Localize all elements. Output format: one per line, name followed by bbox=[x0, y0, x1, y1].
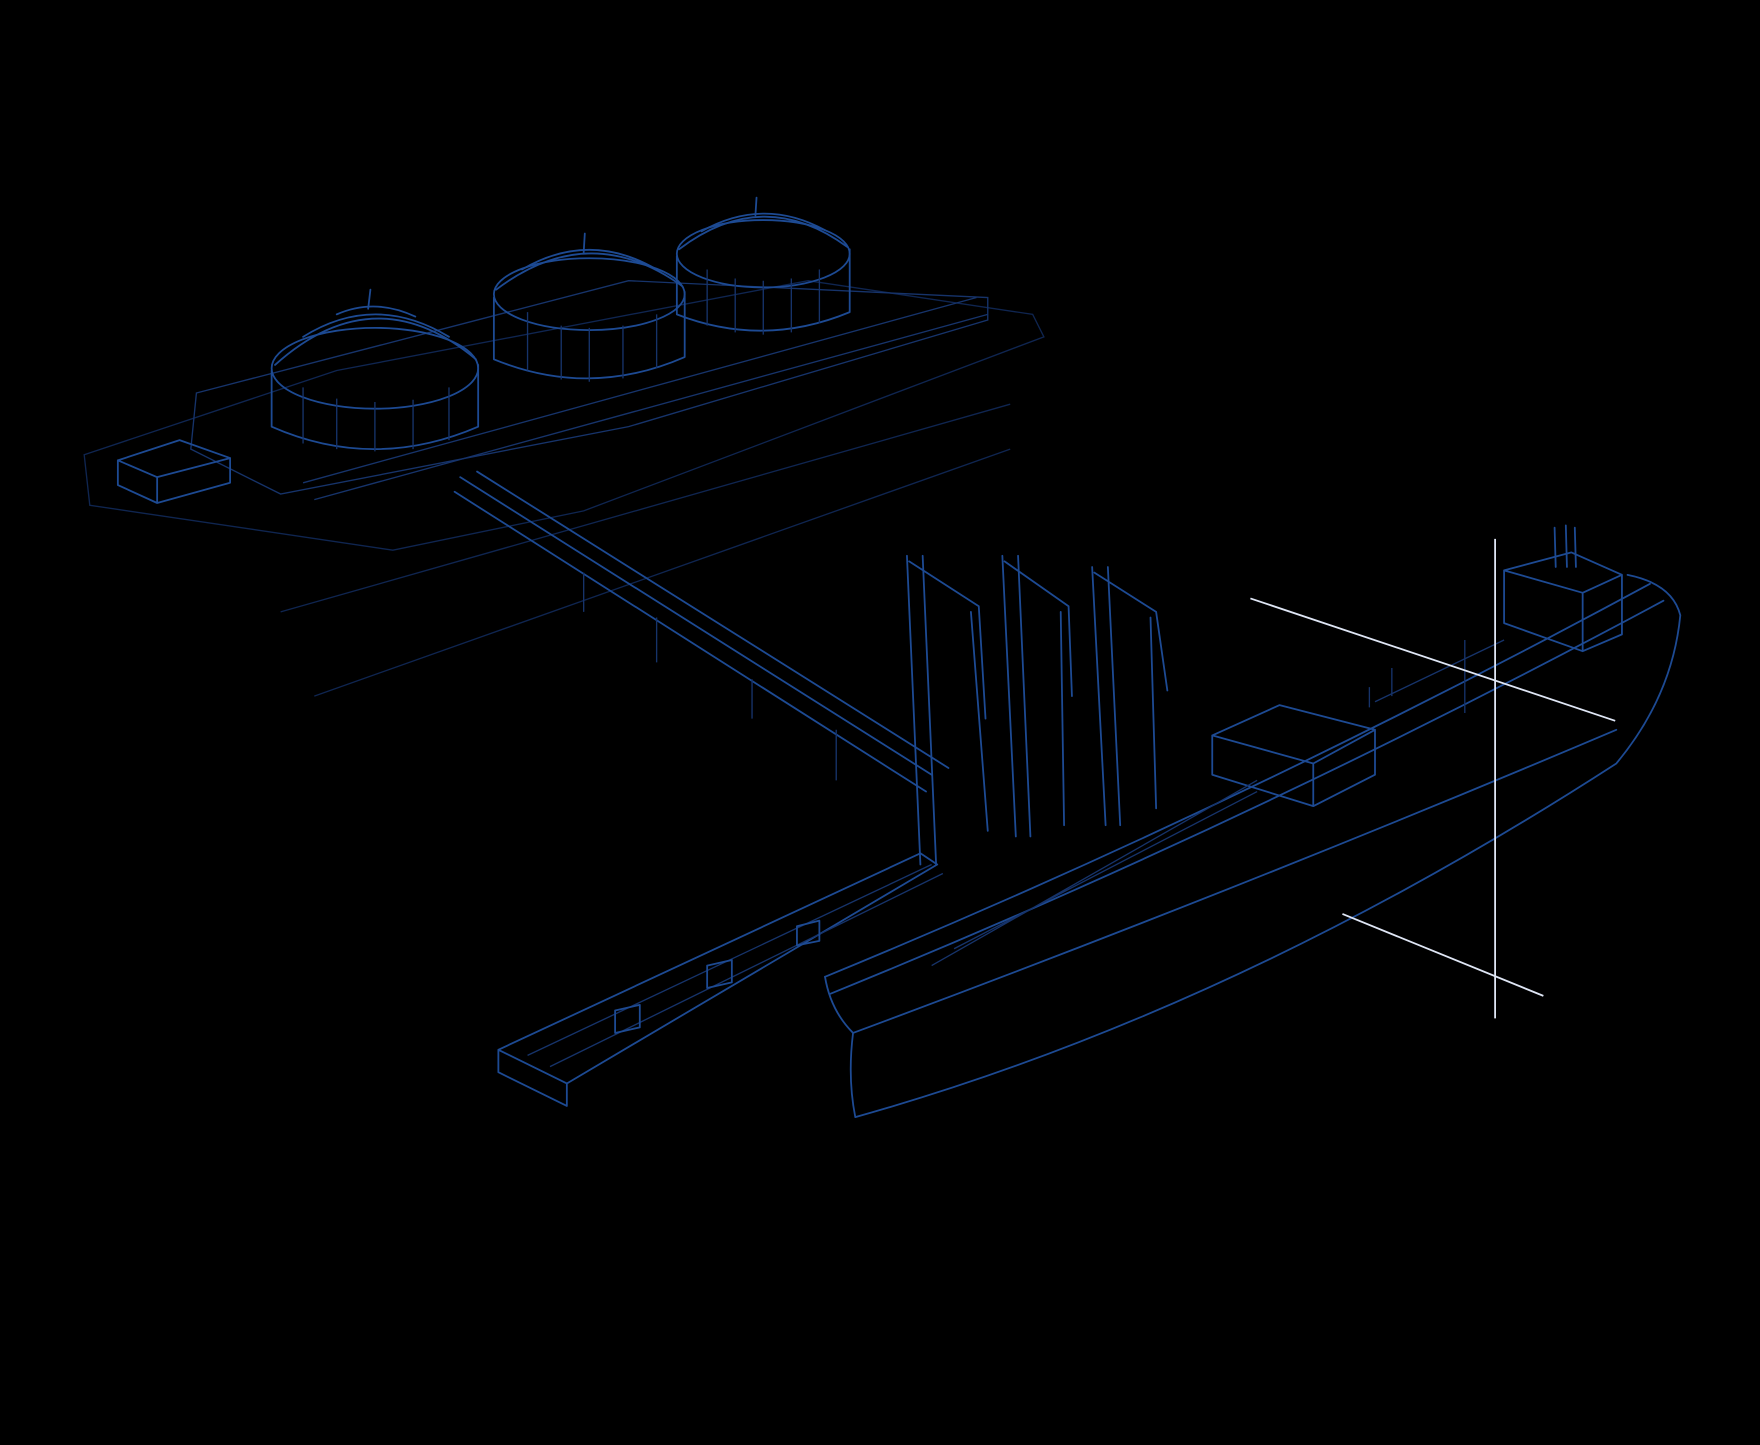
storage-tank bbox=[675, 196, 851, 335]
pipe-bridge bbox=[453, 470, 950, 793]
accent-line-lower bbox=[1342, 913, 1544, 997]
accent-line-upper bbox=[1250, 597, 1616, 722]
lng-tanker-ship bbox=[824, 524, 1682, 1119]
terminal-platform bbox=[83, 280, 1045, 697]
storage-tank bbox=[492, 232, 686, 382]
terminal-building bbox=[116, 439, 231, 504]
loading-arms bbox=[906, 554, 1169, 866]
jetty bbox=[497, 852, 944, 1107]
accent-lines bbox=[1250, 538, 1616, 1019]
storage-tank bbox=[270, 288, 480, 452]
